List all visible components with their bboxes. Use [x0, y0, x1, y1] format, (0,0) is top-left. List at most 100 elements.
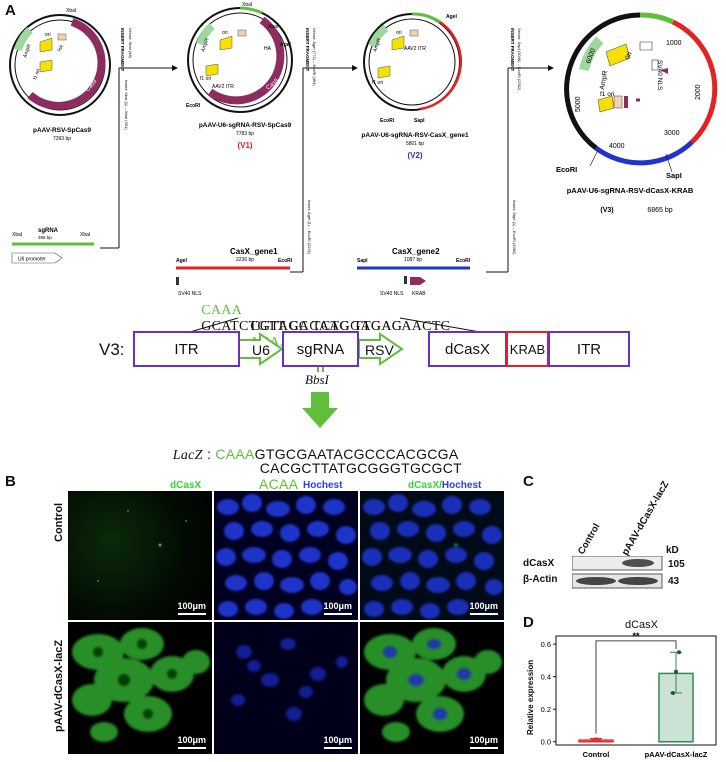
insert-arrow-1: INSERT FRAGMENT Vector: XbaI (48) Insert…: [100, 28, 178, 249]
plasmid-3-itr: AAV2 ITR: [404, 46, 426, 52]
plasmid-3-name: pAAV-U6-sgRNA-RSV-CasX_gene1: [361, 132, 469, 139]
band-label-actin: β-Actin: [523, 574, 558, 585]
col-label-merge-hochest: Hochest: [441, 480, 482, 491]
svg-text:SapI: SapI: [357, 258, 368, 264]
significance-stars: **: [632, 631, 640, 641]
plasmid-2-itr: AAV2 ITR: [212, 84, 234, 90]
plasmid-2-ha: HA: [264, 46, 272, 52]
plasmid-2-f1ori: f1 ori: [200, 76, 211, 82]
band-label-dcasx: dCasX: [523, 558, 555, 569]
lacz-colon: :: [202, 446, 216, 462]
data-point: [597, 737, 601, 742]
plasmid-2-ecori: EcoRI: [186, 103, 201, 109]
construct-itr-left: ITR: [133, 331, 240, 367]
svg-text:EcoRI: EcoRI: [278, 258, 293, 264]
plasmid-2-agei: AgeI: [280, 42, 291, 48]
image-treated-dcasx: 100μm: [68, 622, 212, 754]
plasmid-2-tag: (V1): [237, 141, 252, 150]
plasmid-3-f1ori: f1 ori: [372, 80, 383, 86]
oligo-top-overhang: CAAA: [201, 303, 243, 318]
image-control-dcasx: 100μm: [68, 491, 212, 620]
y-tick-label: 0.6: [541, 640, 551, 649]
lacz-top-overhang: CAAA: [215, 446, 255, 462]
plasmid-1-f1ori: f1 ori: [32, 68, 41, 81]
plasmid-2-size: 7783 bp: [236, 131, 254, 137]
col-label-merge-dcasx: dCasX/: [408, 480, 442, 491]
data-point: [591, 738, 595, 743]
band-kd-actin: 43: [668, 576, 680, 587]
chart-title: dCasX: [625, 619, 659, 631]
svg-text:SV40 NLS: SV40 NLS: [380, 291, 404, 297]
construct-itr-right: ITR: [548, 331, 630, 367]
panel-a: A XbaI HA AmpR ori f1 ori Cas9 pAAV-RSV-…: [5, 2, 718, 492]
plasmid-3-tag: (V2): [407, 151, 422, 160]
scale-bar-4: [178, 747, 206, 749]
image-control-hochest: 100μm: [214, 491, 358, 620]
scale-text-4: 100μm: [177, 735, 206, 745]
row-label-control: Control: [53, 502, 65, 542]
lacz-top-seq: GTGCGAATACGCCCACGCGA: [254, 446, 459, 462]
svg-text:EcoRI: EcoRI: [456, 258, 471, 264]
col-label-merge: dCasX/Hochest: [408, 480, 481, 491]
scale-bar-1: [178, 613, 206, 615]
data-point: [677, 650, 681, 655]
svg-text:INSERT FRAGMENT: INSERT FRAGMENT: [305, 28, 310, 72]
scale-bar-6: [470, 747, 498, 749]
scale-text-1: 100μm: [177, 601, 206, 611]
insert-arrow-2: INSERT FRAGMENT Vector: AgeI (772) – Eco…: [290, 28, 358, 273]
plasmid-4-sapi: SapI: [666, 171, 682, 180]
svg-text:Insert: SapI (1) – EcoRI (1082: Insert: SapI (1) – EcoRI (1082): [512, 200, 517, 255]
plasmid-map-3: AgeI ori AAV2 ITR AmpR f1 ori EcoRI SapI…: [361, 12, 469, 160]
image-control-merge: 100μm: [360, 491, 504, 620]
scale-bar-3: [470, 613, 498, 615]
plasmid-4-tick-1000: 1000: [666, 40, 682, 47]
scale-text-5: 100μm: [323, 735, 352, 745]
svg-text:Vector: AgeI (772) – EcoRI (49: Vector: AgeI (772) – EcoRI (494): [312, 28, 317, 86]
plasmid-4-tick-4000: 4000: [609, 143, 625, 150]
scale-bar-2: [324, 613, 352, 615]
bbsi-label: BbsI: [305, 372, 329, 387]
panel-a-letter: A: [5, 2, 16, 19]
plasmid-4-tag: (V3): [600, 207, 613, 214]
svg-text:Vector: XbaI (48): Vector: XbaI (48): [128, 28, 133, 59]
plasmid-3-ampr: AmpR: [372, 37, 383, 52]
svg-text:SV40 NLS: SV40 NLS: [178, 291, 202, 297]
y-tick-label: 0.2: [541, 705, 551, 714]
insert-sgrna: XbaI XbaI sgRNA 396 bp U6 promoter: [11, 228, 94, 264]
construct-rsv-label: RSV: [365, 342, 394, 358]
svg-text:INSERT FRAGMENT: INSERT FRAGMENT: [510, 28, 515, 72]
plasmid-1-ampr: AmpR: [22, 43, 33, 58]
western-blot: [572, 556, 663, 589]
plasmid-2-ampr: AmpR: [200, 37, 211, 52]
col-label-dcasx: dCasX: [170, 480, 202, 491]
construct-dcasx: dCasX: [428, 331, 507, 367]
construct-label: V3:: [99, 340, 125, 359]
svg-text:XbaI: XbaI: [12, 232, 22, 238]
svg-text:INSERT FRAGMENT: INSERT FRAGMENT: [120, 28, 125, 72]
data-point: [674, 669, 678, 674]
construct-u6-label: U6: [252, 342, 270, 358]
panel-c-letter: C: [523, 473, 534, 490]
lane-label-treated: pAAV-dCasX-lacZ: [620, 479, 672, 558]
lacz-bottom-seq: CACGCTTATGCGGGTGCGCT: [259, 460, 463, 476]
lacz-bottom-overhang: ACAA: [259, 476, 299, 492]
plasmid-4-tick-3000: 3000: [664, 130, 680, 137]
plasmid-4-tick-2000: 2000: [695, 84, 702, 100]
plasmid-1-ori: ori: [45, 32, 51, 38]
plasmid-2-xbai-top: XbaI: [242, 2, 252, 8]
data-point: [671, 690, 675, 695]
plasmid-1-name: pAAV-RSV-SpCas9: [33, 127, 91, 134]
lacz-bottom: CACGCTTATGCGGGTGCGCT ACAA: [243, 444, 462, 508]
construct-krab: KRAB: [506, 331, 549, 367]
row-label-treated: pAAV-dCasX-lacZ: [53, 639, 65, 732]
oligo-bottom-seq: CGTAGACAAGGAGACAACTC: [250, 319, 451, 334]
image-treated-hochest: 100μm: [214, 622, 358, 754]
construct-lines: [189, 317, 481, 428]
plasmid-2-xbai: XbaI: [268, 24, 278, 30]
scale-bar-5: [324, 747, 352, 749]
plasmid-4-tick-6000: 6000: [585, 48, 597, 65]
svg-text:Vector: SapI (3046) – EcoRI (2: Vector: SapI (3046) – EcoRI (2302): [517, 28, 522, 91]
lacz-top: LacZ : CAAAGTGCGAATACGCCCACGCGA: [156, 430, 459, 480]
